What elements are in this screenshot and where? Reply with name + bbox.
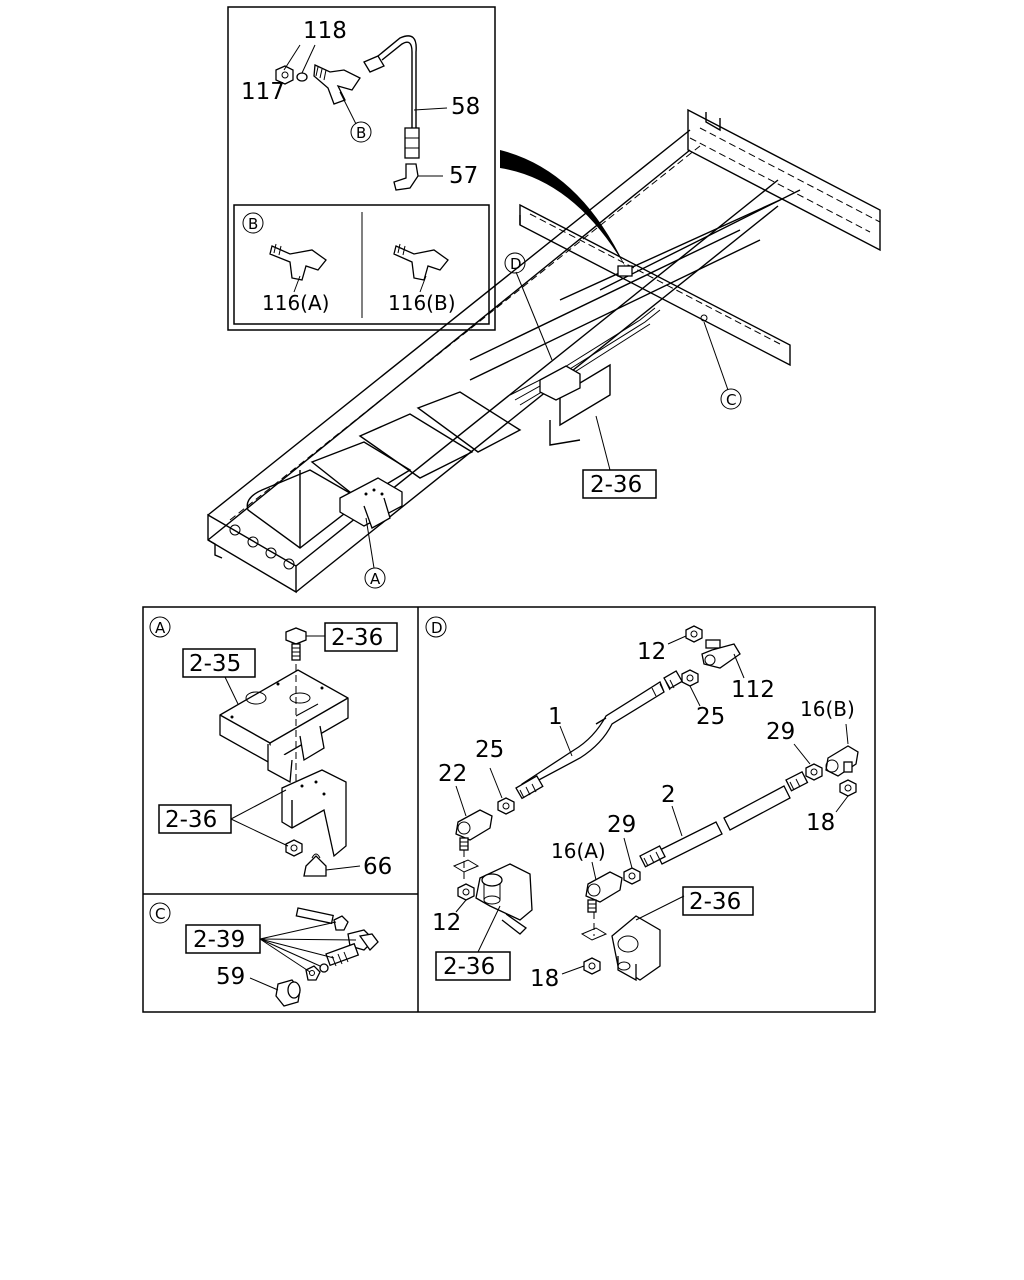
chassis-frame bbox=[207, 108, 881, 594]
nut-25-left bbox=[497, 797, 515, 815]
c-59-label: 59 bbox=[216, 964, 245, 990]
rod-2 bbox=[639, 770, 809, 868]
inset-hose-assembly: 118 117 B 58 57 B 116(A) 116(B) bbox=[227, 6, 496, 331]
d-1-label: 1 bbox=[548, 704, 563, 730]
ball-joint-16a bbox=[585, 871, 623, 913]
a-66-label: 66 bbox=[363, 854, 392, 880]
ref-236-main-label: 2-36 bbox=[590, 472, 642, 498]
panel-c: C 2-39 bbox=[149, 902, 379, 1007]
d-18-right-label: 18 bbox=[806, 810, 835, 836]
d-12-bottom-label: 12 bbox=[432, 910, 461, 936]
ref-circle-c bbox=[720, 388, 742, 410]
label-117: 117 bbox=[241, 79, 285, 105]
hose-58 bbox=[363, 35, 420, 159]
ref-d-label: D bbox=[510, 255, 522, 273]
d-22-label: 22 bbox=[438, 761, 467, 787]
elbow-57 bbox=[393, 163, 419, 191]
a-236-mid-label: 2-36 bbox=[165, 807, 217, 833]
nipple-c bbox=[325, 942, 360, 967]
d-12-top-label: 12 bbox=[637, 639, 666, 665]
panel-d: D 12 112 25 bbox=[425, 616, 859, 992]
rod-1 bbox=[515, 670, 684, 800]
washer-118 bbox=[296, 72, 308, 82]
panel-c-title: C bbox=[155, 905, 165, 923]
d-236-right-label: 2-36 bbox=[689, 889, 741, 915]
bracket-d-left bbox=[475, 863, 533, 935]
ref-circle-d bbox=[504, 252, 526, 274]
nut-18-right bbox=[839, 779, 857, 797]
ref-c-label: C bbox=[726, 391, 736, 409]
ref-a-label: A bbox=[370, 570, 381, 588]
d-29-mid-label: 29 bbox=[607, 812, 636, 838]
upper-bracket-235 bbox=[219, 669, 349, 784]
a-235-label: 2-35 bbox=[189, 651, 241, 677]
lower-bracket-236 bbox=[281, 769, 347, 858]
ref-circle-b bbox=[350, 121, 372, 143]
tee-116a bbox=[269, 243, 327, 281]
d-29-right-label: 29 bbox=[766, 719, 795, 745]
c-239-label: 2-39 bbox=[193, 927, 245, 953]
a-236-top-label: 2-36 bbox=[331, 625, 383, 651]
panel-a-title: A bbox=[155, 619, 166, 637]
d-18-bottom-label: 18 bbox=[530, 966, 559, 992]
d-112-label: 112 bbox=[731, 677, 775, 703]
panel-a: A 2-36 2-35 bbox=[149, 616, 398, 880]
label-116b: 116(B) bbox=[388, 291, 456, 315]
frame-bracket-a bbox=[339, 477, 403, 529]
bracket-d-right bbox=[611, 915, 661, 982]
ref-circle-a bbox=[364, 567, 386, 589]
nut-25-right bbox=[681, 669, 699, 687]
ball-joint-112 bbox=[701, 639, 741, 669]
nut-29-mid bbox=[623, 867, 641, 885]
leader-c bbox=[703, 321, 729, 391]
fitting-59 bbox=[275, 979, 301, 1007]
bolt-c bbox=[295, 907, 349, 931]
d-236-left-label: 2-36 bbox=[443, 954, 495, 980]
ref-box-236-main bbox=[582, 469, 657, 499]
detail-panels bbox=[142, 606, 876, 1013]
nut-117 bbox=[275, 65, 294, 85]
ball-joint-22 bbox=[455, 809, 493, 851]
d-25-left-label: 25 bbox=[475, 737, 504, 763]
ref-circle-b-sub bbox=[242, 212, 264, 234]
ref-b-sub-label: B bbox=[248, 215, 258, 233]
d-16a-label: 16(A) bbox=[551, 839, 606, 863]
nut-a bbox=[285, 839, 303, 857]
panel-d-title: D bbox=[431, 619, 443, 637]
nut-18-bottom bbox=[583, 957, 601, 975]
leader-d bbox=[515, 271, 553, 361]
leader-236-main bbox=[595, 415, 611, 471]
label-118: 118 bbox=[303, 18, 347, 44]
d-25-right-label: 25 bbox=[696, 704, 725, 730]
ref-b-label: B bbox=[356, 124, 366, 142]
nut-12-bottom bbox=[457, 883, 475, 901]
bolt-236 bbox=[285, 627, 307, 661]
label-57: 57 bbox=[449, 163, 478, 189]
inset-pointer bbox=[500, 150, 626, 268]
tee-116b bbox=[393, 243, 449, 281]
d-2-label: 2 bbox=[661, 782, 676, 808]
clip-66 bbox=[303, 855, 327, 877]
ball-joint-16b bbox=[825, 745, 859, 777]
label-58: 58 bbox=[451, 94, 480, 120]
frame-bracket-d bbox=[539, 365, 581, 401]
leader-a bbox=[365, 517, 375, 569]
label-116a: 116(A) bbox=[262, 291, 329, 315]
tee-fitting-b bbox=[313, 64, 361, 105]
nut-12-top bbox=[685, 625, 703, 643]
nut-29-right bbox=[805, 763, 823, 781]
d-16b-label: 16(B) bbox=[800, 697, 855, 721]
